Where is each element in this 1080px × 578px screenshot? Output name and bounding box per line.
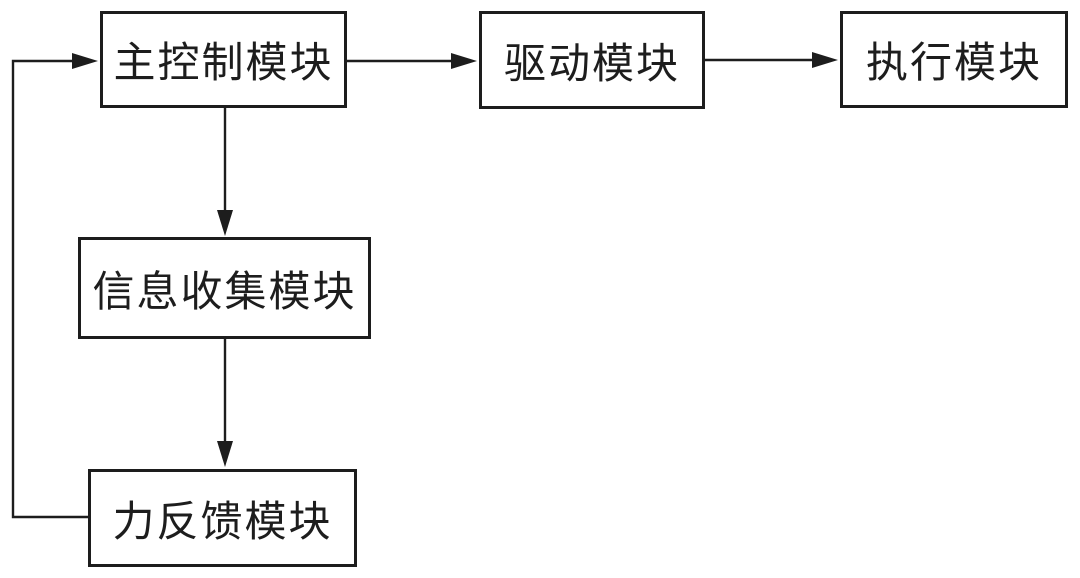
node-force-feedback: 力反馈模块 [88, 469, 357, 567]
node-execute: 执行模块 [840, 11, 1068, 108]
arrowhead-drive-to-execute [812, 52, 838, 68]
arrowhead-main-control-to-info [217, 210, 233, 236]
arrowhead-info-to-force-feedback [217, 441, 233, 467]
node-drive-label: 驱动模块 [503, 39, 680, 87]
node-main-control-label: 主控制模块 [113, 39, 334, 86]
node-info-collect-label: 信息收集模块 [92, 267, 357, 315]
arrowhead-force-feedback-to-main [72, 53, 98, 69]
node-force-feedback-label: 力反馈模块 [112, 497, 333, 545]
edge-line-force-feedback-to-main [11, 59, 88, 519]
node-main-control: 主控制模块 [100, 11, 347, 108]
node-info-collect: 信息收集模块 [78, 237, 371, 339]
arrowhead-main-control-to-drive [451, 53, 477, 69]
node-drive: 驱动模块 [479, 11, 705, 109]
node-execute-label: 执行模块 [865, 39, 1042, 86]
